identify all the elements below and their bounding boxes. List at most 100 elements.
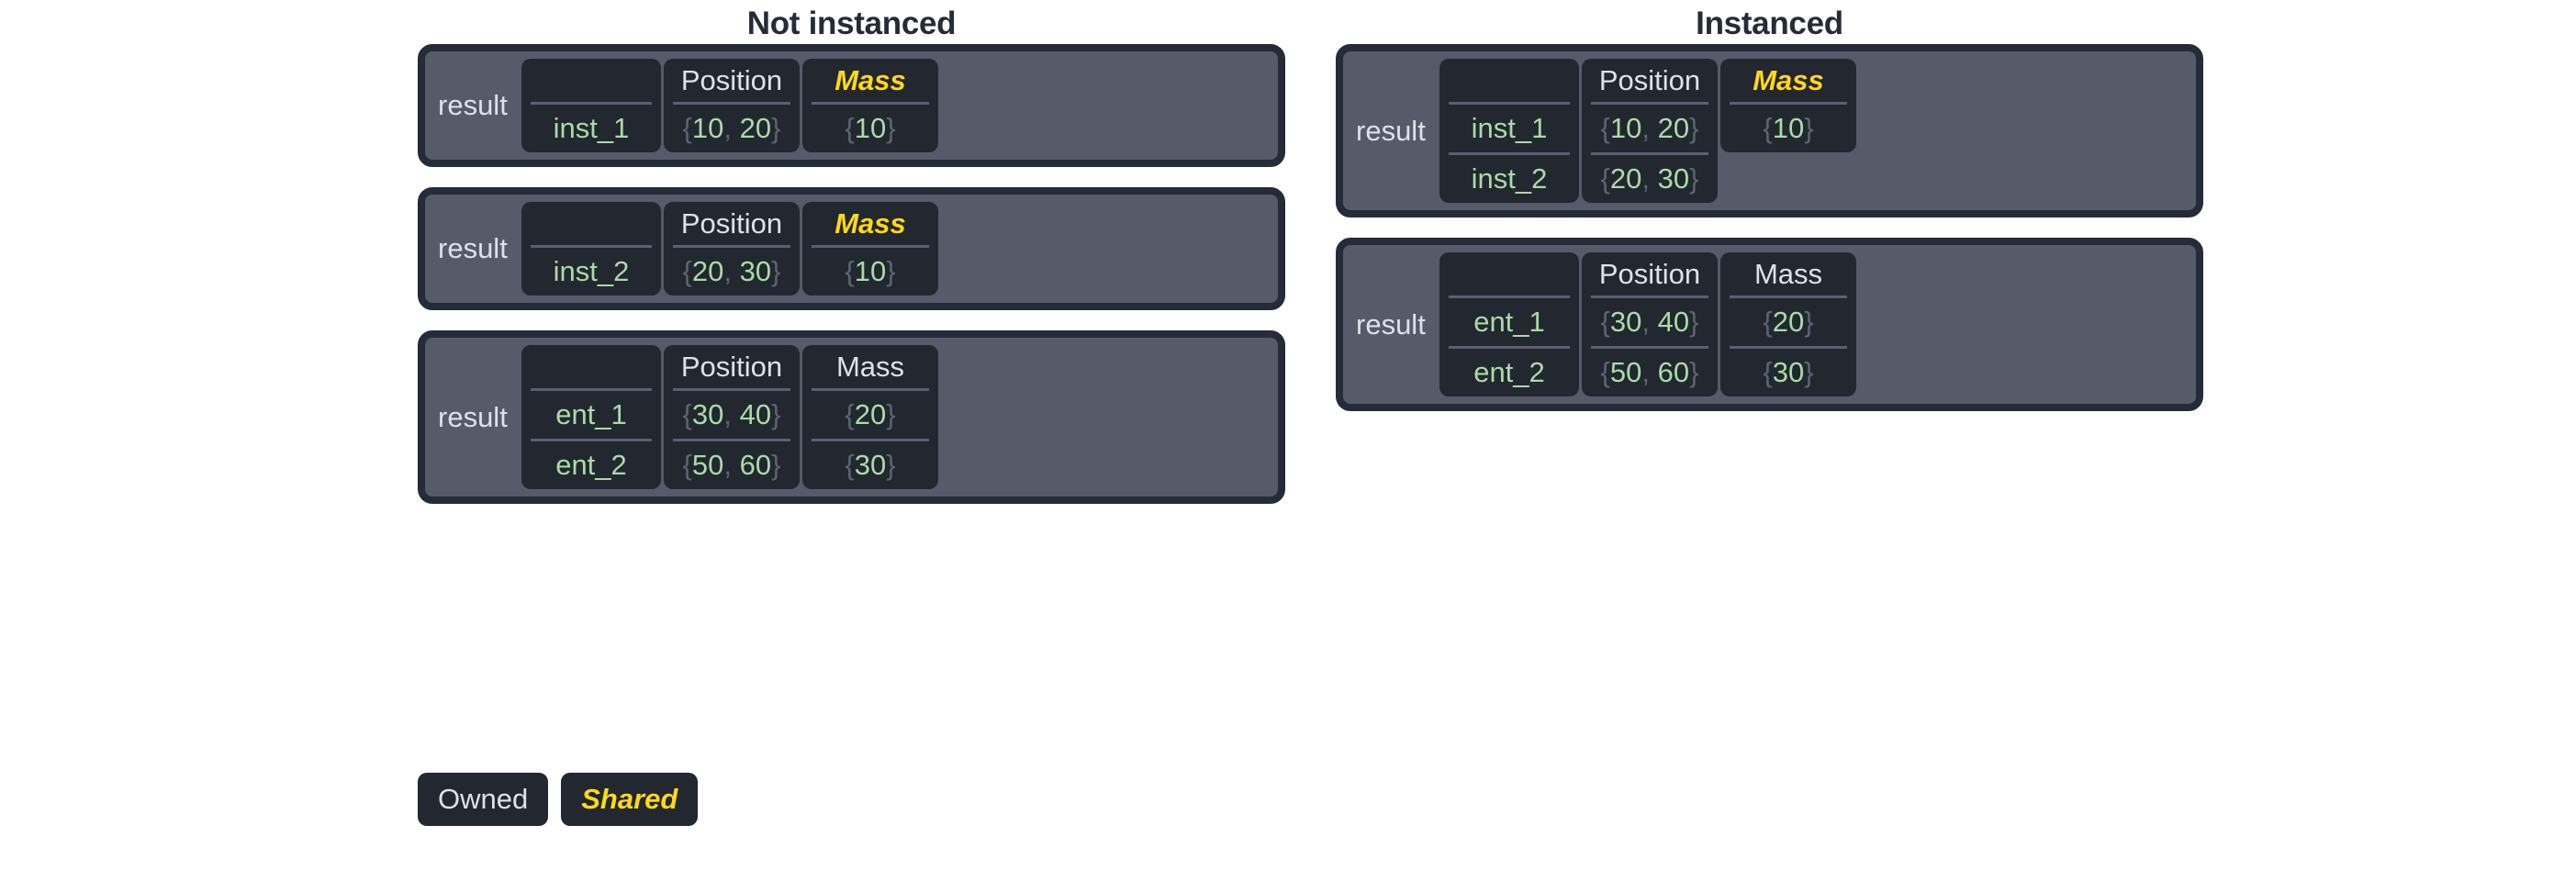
- component-header-mass: Mass: [834, 64, 906, 96]
- brace: {: [1600, 112, 1610, 144]
- mass-value-cell: {10}: [1730, 102, 1847, 152]
- brace: {: [845, 449, 855, 481]
- comma: ,: [723, 398, 732, 430]
- component-header-position: Position: [1598, 258, 1701, 290]
- component-columns: inst_1 Position {10, 20} Mass {10}: [521, 51, 1278, 160]
- column-title-instanced: Instanced: [1696, 6, 1843, 41]
- brace: {: [845, 255, 855, 287]
- brace: {: [1763, 112, 1773, 144]
- entity-name-cell: inst_2: [531, 245, 652, 296]
- component-header-position: Position: [680, 64, 783, 96]
- owner-label: result: [1356, 114, 1426, 147]
- entity-name-cell: ent_2: [1449, 346, 1570, 396]
- position-value-cell: {20, 30}: [673, 245, 790, 296]
- legend-chip-shared: Shared: [561, 773, 699, 826]
- position-value-cell: {50, 60}: [1591, 346, 1708, 396]
- position-value-cell: {20, 30}: [1591, 152, 1708, 203]
- position-value-cell: {30, 40}: [673, 388, 790, 439]
- brace: {: [682, 255, 692, 287]
- component-column-mass: Mass{10}: [802, 202, 938, 296]
- entity-name-cell: inst_1: [1449, 102, 1570, 152]
- brace: }: [1804, 356, 1814, 388]
- brace: }: [771, 449, 781, 481]
- brace: }: [1689, 162, 1699, 195]
- brace: {: [1763, 306, 1773, 338]
- legend-chip-owned: Owned: [418, 773, 549, 826]
- comma: ,: [723, 449, 732, 481]
- brace: {: [682, 112, 692, 144]
- position-value-cell: {50, 60}: [673, 439, 790, 489]
- brace: }: [886, 449, 896, 481]
- column-title-not-instanced: Not instanced: [746, 6, 957, 41]
- component-column-position: Position {30, 40}{50, 60}: [664, 345, 800, 489]
- brace: {: [1600, 356, 1610, 388]
- entity-name-cell: inst_2: [1449, 152, 1570, 203]
- component-header-position: Position: [680, 207, 783, 240]
- component-header-mass: Mass: [835, 351, 905, 383]
- component-column-position: Position {30, 40}{50, 60}: [1582, 252, 1718, 396]
- brace: {: [682, 449, 692, 481]
- component-column-name: inst_2: [521, 202, 661, 296]
- component-header-position: Position: [680, 351, 783, 383]
- component-column-mass: Mass {10}: [1720, 59, 1856, 152]
- entity-name-cell: inst_1: [531, 102, 652, 152]
- component-header-name: [1449, 252, 1570, 296]
- component-column-position: Position{10, 20}{20, 30}: [1582, 59, 1718, 203]
- brace: }: [1804, 306, 1814, 338]
- component-header-mass: Mass: [1753, 64, 1824, 96]
- component-header-mass: Mass: [1753, 258, 1823, 290]
- brace: }: [1689, 356, 1699, 388]
- brace: }: [886, 112, 896, 144]
- comma: ,: [1641, 162, 1650, 195]
- brace: }: [1689, 112, 1699, 144]
- component-column-mass: Mass{20}{30}: [1720, 252, 1856, 396]
- owner-label: result: [438, 89, 508, 121]
- brace: }: [771, 255, 781, 287]
- component-column-name: inst_1: [521, 59, 661, 152]
- mass-value-cell: {10}: [812, 102, 929, 152]
- component-column-mass: Mass {10}: [802, 59, 938, 152]
- position-value-cell: {30, 40}: [1591, 296, 1708, 346]
- position-value-cell: {10, 20}: [673, 102, 790, 152]
- comma: ,: [1641, 356, 1650, 388]
- brace: }: [771, 112, 781, 144]
- component-column-position: Position {20, 30}: [664, 202, 800, 296]
- brace: {: [1763, 356, 1773, 388]
- entity-name-cell: ent_1: [531, 388, 652, 439]
- mass-value-cell: {30}: [812, 439, 929, 489]
- component-column-position: Position {10, 20}: [664, 59, 800, 152]
- component-header-name: [531, 345, 652, 388]
- component-header-mass: Mass: [834, 207, 906, 240]
- brace: {: [845, 398, 855, 430]
- comma: ,: [1641, 306, 1650, 338]
- brace: }: [1689, 306, 1699, 338]
- component-header-name: [531, 59, 652, 102]
- brace: }: [771, 398, 781, 430]
- comma: ,: [1641, 112, 1650, 144]
- mass-value-cell: {30}: [1730, 346, 1847, 396]
- brace: {: [682, 398, 692, 430]
- owner-label: result: [1356, 307, 1426, 340]
- position-value-cell: {10, 20}: [1591, 102, 1708, 152]
- owner-label: result: [438, 400, 508, 433]
- comma: ,: [723, 112, 732, 144]
- brace: }: [1804, 112, 1814, 144]
- component-header-name: [531, 202, 652, 245]
- brace: }: [886, 398, 896, 430]
- owner-label: result: [438, 232, 508, 264]
